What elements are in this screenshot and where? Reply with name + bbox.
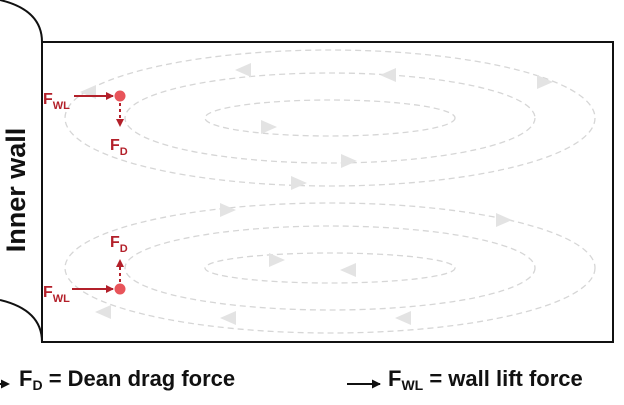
fwl-label-lower: FWL bbox=[43, 284, 70, 305]
flow-arrow-icon bbox=[537, 75, 553, 89]
fwl-label-upper: FWL bbox=[43, 91, 70, 112]
particle-lower bbox=[114, 283, 126, 295]
particle-upper bbox=[114, 90, 126, 102]
inner-wall-curve-bottom bbox=[0, 299, 43, 343]
upper-flow-arrows bbox=[80, 63, 553, 190]
fd-label-lower: FD bbox=[110, 234, 128, 255]
upper-dean-vortex bbox=[64, 49, 596, 187]
lower-streamline-inner bbox=[204, 252, 456, 284]
upper-particle-group: FWL FD bbox=[43, 90, 128, 158]
legend-dean-drag: FD = Dean drag force bbox=[19, 366, 235, 393]
legend-fwl-symbol: FWL bbox=[388, 366, 424, 393]
flow-arrow-icon bbox=[220, 311, 236, 325]
legend-wall-lift: FWL = wall lift force bbox=[388, 366, 583, 393]
flow-arrow-icon bbox=[380, 68, 396, 82]
upper-streamline-inner bbox=[204, 99, 456, 137]
lower-streamline-outer bbox=[64, 202, 596, 334]
flow-arrow-icon bbox=[395, 311, 411, 325]
legend-fd-symbol: FD bbox=[19, 366, 43, 393]
flow-arrow-icon bbox=[235, 63, 251, 77]
flow-arrow-icon bbox=[496, 213, 512, 227]
legend-fd-text: = Dean drag force bbox=[48, 366, 236, 391]
fd-label-upper: FD bbox=[110, 137, 128, 158]
flow-arrow-icon bbox=[340, 263, 356, 277]
lower-particle-group: FWL FD bbox=[43, 234, 128, 305]
flow-arrow-icon bbox=[269, 253, 285, 267]
flow-arrow-icon bbox=[341, 154, 357, 168]
lower-dean-vortex bbox=[64, 202, 596, 334]
legend-fwl-text: = wall lift force bbox=[429, 366, 583, 391]
channel-cross-section bbox=[41, 41, 614, 343]
flow-arrow-icon bbox=[291, 176, 307, 190]
flow-arrow-icon bbox=[220, 203, 236, 217]
lower-flow-arrows bbox=[95, 203, 512, 325]
flow-arrow-icon bbox=[95, 305, 111, 319]
upper-streamline-outer bbox=[64, 49, 596, 187]
inner-wall-curve-top bbox=[0, 0, 43, 43]
lower-streamline-middle bbox=[124, 225, 536, 311]
upper-streamline-middle bbox=[124, 72, 536, 164]
flow-arrow-icon bbox=[261, 120, 277, 134]
inner-wall-label: Inner wall bbox=[1, 128, 31, 253]
